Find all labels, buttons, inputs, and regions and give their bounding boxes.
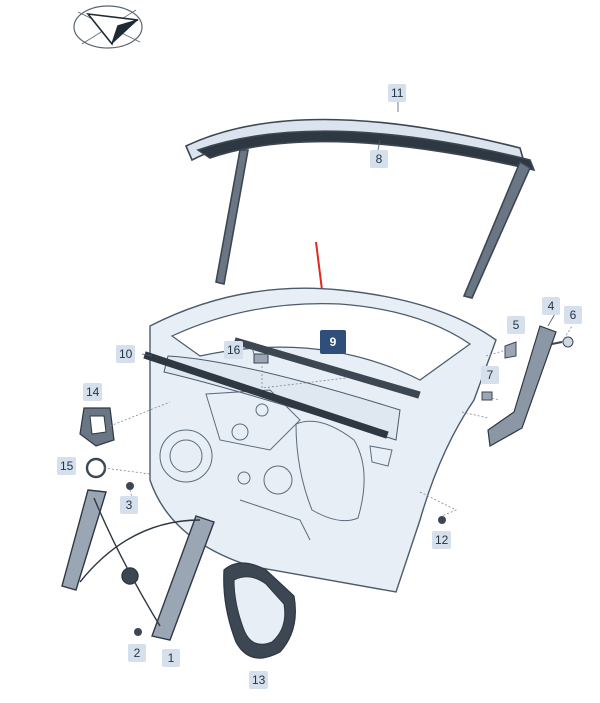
outer-waist-strip [143,351,389,439]
logo-compass-icon [73,5,143,49]
callout-15: 15 [57,457,77,475]
callout-3: 3 [120,496,138,514]
callout-7: 7 [481,366,499,384]
clip-5 [504,341,517,359]
clip-16 [253,353,269,364]
callout-5: 5 [507,316,525,334]
window-run-channel [196,130,536,299]
window-regulator-1 [61,489,215,641]
callout-2: 2 [128,644,146,662]
callout-11: 11 [388,84,407,102]
leader-lines [103,325,573,517]
ring-15 [85,457,107,479]
trim-panel-4 [487,325,557,447]
bolt-6 [551,336,574,348]
clip-7 [481,391,493,401]
nut-2 [134,628,142,636]
callout-16: 16 [224,341,244,359]
callout-8: 8 [370,150,388,168]
callout-10: 10 [116,345,136,363]
callout-6: 6 [564,306,582,324]
callout-9: 9 [320,330,346,354]
nut-3 [126,482,134,490]
callout-14: 14 [83,383,103,401]
callout-12: 12 [432,531,452,549]
callout-13: 13 [249,671,269,689]
callout-1: 1 [162,649,180,667]
handle-carrier-13 [223,562,296,659]
cover-14 [79,407,115,447]
callout-4: 4 [542,297,560,315]
nut-12 [438,516,446,524]
